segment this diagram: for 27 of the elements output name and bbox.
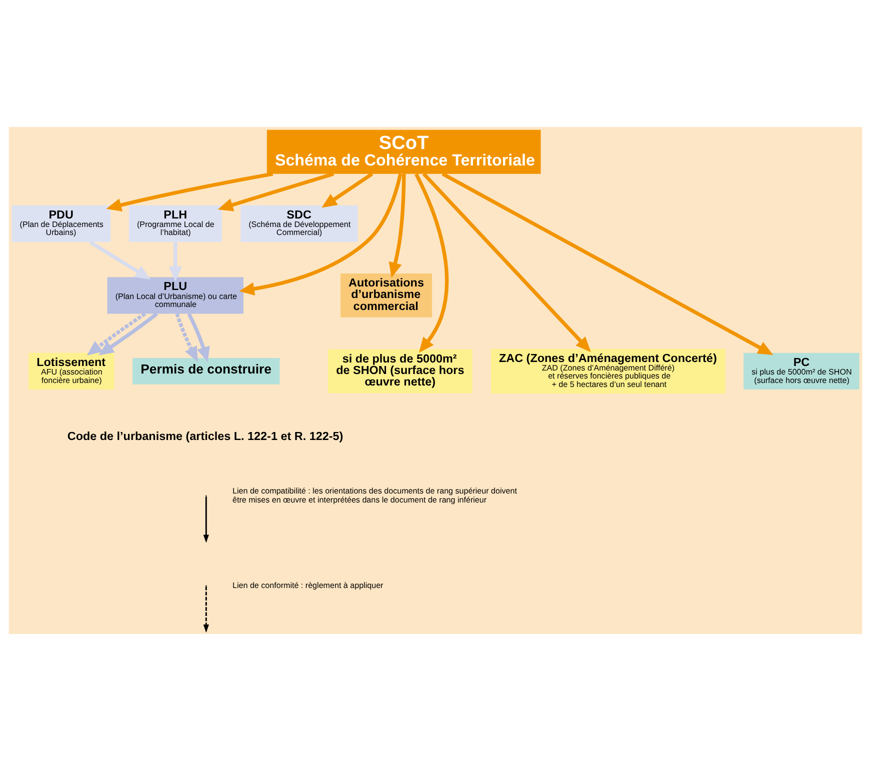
arrow — [187, 312, 210, 362]
node-box: PLH (Programme Local de l’habitat) — [128, 204, 222, 242]
arrow — [388, 174, 406, 278]
node-box: PC si plus de 5000m² de SHON (surface hors œuvre nette) — [744, 352, 860, 389]
arrow — [106, 172, 274, 211]
arrow — [168, 242, 182, 281]
label: Code de l’urbanisme (articles L. 122-1 et R. 122-5) — [67, 430, 344, 443]
node-box: Lotissement AFU (association foncière urbaine) — [28, 352, 114, 389]
legend-label: Lien de conformité : règlement à appliquer — [232, 580, 384, 590]
node-box: Permis de construire — [132, 358, 280, 384]
arrow — [442, 172, 774, 354]
node-box: PDU (Plan de Déplacements Urbains) — [12, 204, 111, 242]
arrow — [422, 172, 591, 352]
node-box: si de plus de 5000m² de SHON (surface hors œuvre nette) — [328, 348, 472, 393]
node-box: PLU (Plan Local d’Urbanisme) ou carte communale — [107, 276, 244, 314]
arrow — [322, 172, 374, 208]
node-box: SDC (Schéma de Développement Commercial) — [240, 204, 358, 242]
legend-label: Lien de compatibilité : les orientations des documents de rang supérieur doivent être mises en œuvre et interprétées dans le document de rang inférieur — [232, 486, 517, 504]
arrow — [86, 312, 146, 355]
node-box: ZAC (Zones d’Aménagement Concerté) ZAD (Zones d’Aménagement Différé) et réserves foncières publiques de + de 5 hectares d’un seul tenant — [490, 348, 726, 394]
arrow — [89, 240, 151, 279]
node-box: Autorisations d’urbanisme commercial — [340, 272, 432, 317]
node-box: SCoT Schéma de Cohérence Territoriale — [266, 129, 541, 174]
arrow — [414, 172, 449, 352]
arrow — [98, 312, 158, 355]
arrow — [218, 172, 334, 211]
arrow — [175, 312, 198, 362]
